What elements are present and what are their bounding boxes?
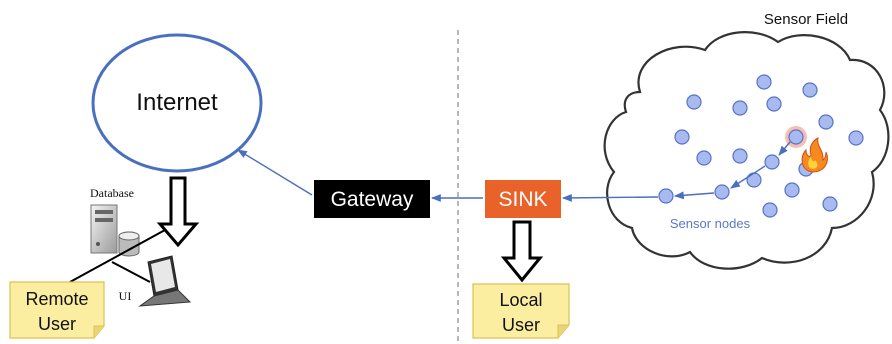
sink-box: SINK — [485, 180, 561, 218]
gateway-box: Gateway — [314, 180, 430, 218]
laptop-icon — [138, 255, 192, 307]
internet-to-ui-arrow — [156, 176, 200, 248]
sensor-node — [686, 94, 702, 110]
sensor-field-label: Sensor Field — [764, 11, 848, 28]
sensor-node — [714, 184, 730, 200]
remote-user-note: Remote User — [9, 281, 105, 339]
internet-label: Internet — [136, 89, 218, 116]
sensor-node — [802, 82, 818, 98]
sink-to-local-user-arrow — [500, 220, 544, 283]
sensor-node — [674, 129, 690, 145]
sensor-nodes — [658, 74, 864, 218]
internet-cloud: Internet — [91, 33, 263, 173]
ui-link-line — [69, 229, 166, 283]
ui-label: UI — [119, 289, 132, 303]
gateway-to-internet-arrow — [237, 149, 313, 196]
sensor-node — [732, 148, 748, 164]
sensor-node — [756, 74, 772, 90]
sensor-node — [762, 202, 778, 218]
sensor-node — [766, 96, 782, 112]
local-user-line-1: Local — [499, 290, 542, 310]
sensor-node — [732, 100, 748, 116]
multihop-path — [562, 141, 791, 202]
sensor-field-cloud — [603, 31, 890, 270]
sensor-node — [696, 150, 712, 166]
sink-label: SINK — [498, 188, 547, 211]
sensor-node — [746, 172, 762, 188]
remote-user-line-1: Remote — [25, 289, 88, 309]
remote-user-line-2: User — [38, 314, 76, 334]
event-sensor-node — [785, 126, 807, 148]
database-label: Database — [90, 186, 134, 200]
fire-icon — [801, 137, 828, 173]
database-server-icon — [90, 204, 140, 257]
sensor-nodes-label: Sensor nodes — [670, 216, 751, 231]
sensor-node — [784, 182, 800, 198]
sensor-node — [822, 196, 838, 212]
local-user-note: Local User — [472, 283, 570, 339]
sensor-node — [658, 188, 674, 204]
gateway-label: Gateway — [331, 188, 414, 211]
sensor-node — [764, 154, 780, 170]
laptop-link-line — [111, 261, 151, 283]
sensor-node — [848, 130, 864, 146]
local-user-line-2: User — [502, 315, 540, 335]
sensor-node — [818, 114, 834, 130]
